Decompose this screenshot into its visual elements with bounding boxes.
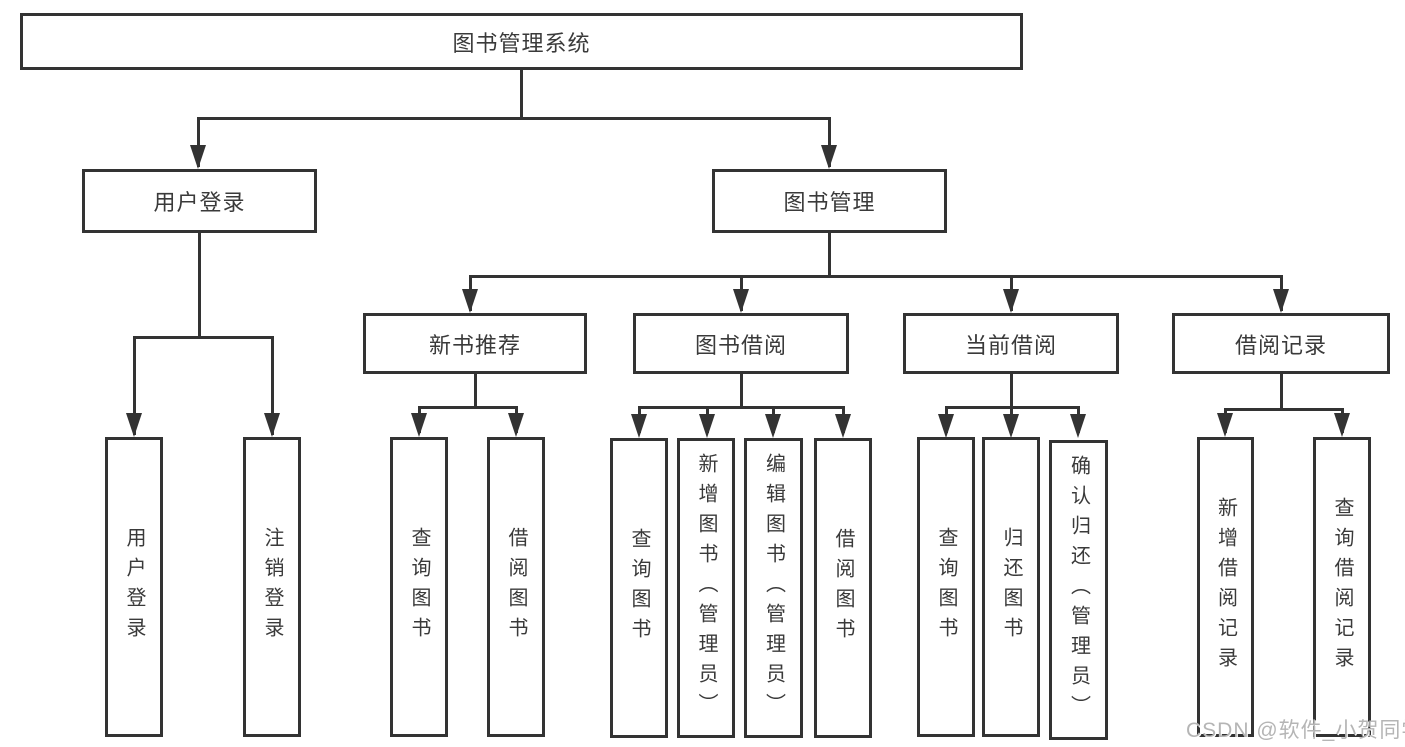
- node-book-borrowing: 图书借阅: [633, 313, 849, 374]
- connector-line: [1224, 408, 1344, 411]
- leaf-borrow-edit-books-admin: 编辑图书（管理员）: [744, 438, 803, 738]
- leaf-label: 用户登录: [123, 527, 145, 647]
- leaf-label: 查询图书: [408, 527, 430, 647]
- connector-line: [1280, 374, 1283, 410]
- arrowhead-icon: [821, 145, 837, 169]
- arrowhead-icon: [508, 413, 524, 437]
- connector-line: [638, 406, 845, 409]
- leaf-borrow-borrow-books: 借阅图书: [814, 438, 872, 738]
- connector-line: [197, 117, 831, 120]
- leaf-label: 查询图书: [628, 528, 650, 648]
- leaf-user-login: 用户登录: [105, 437, 163, 737]
- leaf-current-query-books: 查询图书: [917, 437, 975, 737]
- arrowhead-icon: [1273, 289, 1289, 313]
- node-borrowing-records: 借阅记录: [1172, 313, 1390, 374]
- arrowhead-icon: [1217, 413, 1233, 437]
- leaf-label: 借阅图书: [505, 527, 527, 647]
- leaf-borrow-query-books: 查询图书: [610, 438, 668, 738]
- leaf-current-confirm-return-admin: 确认归还（管理员）: [1049, 440, 1108, 740]
- leaf-label: 借阅图书: [832, 528, 854, 648]
- csdn-watermark: CSDN @软件_小贺同学: [1186, 719, 1405, 742]
- arrowhead-icon: [938, 414, 954, 438]
- node-library-management-system: 图书管理系统: [20, 13, 1023, 70]
- connector-line: [474, 374, 477, 408]
- connector-line: [1010, 374, 1013, 408]
- node-new-book-recommend: 新书推荐: [363, 313, 587, 374]
- leaf-records-add-record: 新增借阅记录: [1197, 437, 1254, 737]
- arrowhead-icon: [631, 414, 647, 438]
- connector-line: [520, 69, 523, 117]
- arrowhead-icon: [699, 414, 715, 438]
- arrowhead-icon: [835, 414, 851, 438]
- leaf-current-return-books: 归还图书: [982, 437, 1040, 737]
- arrowhead-icon: [411, 413, 427, 437]
- node-current-borrowing: 当前借阅: [903, 313, 1119, 374]
- arrowhead-icon: [1003, 414, 1019, 438]
- arrowhead-icon: [1334, 413, 1350, 437]
- connector-line: [271, 336, 274, 435]
- connector-line: [197, 117, 200, 167]
- arrowhead-icon: [1003, 289, 1019, 313]
- arrowhead-icon: [462, 289, 478, 313]
- leaf-label: 编辑图书（管理员）: [762, 453, 785, 723]
- leaf-records-query-record: 查询借阅记录: [1313, 437, 1371, 737]
- connector-line: [828, 117, 831, 167]
- leaf-label: 新增借阅记录: [1214, 497, 1237, 677]
- leaf-label: 归还图书: [1000, 527, 1022, 647]
- leaf-newbook-query-books: 查询图书: [390, 437, 448, 737]
- node-book-management: 图书管理: [712, 169, 947, 233]
- connector-line: [133, 336, 274, 339]
- leaf-logout: 注销登录: [243, 437, 301, 737]
- leaf-label: 注销登录: [261, 527, 283, 647]
- arrowhead-icon: [126, 413, 142, 437]
- arrowhead-icon: [1070, 414, 1086, 438]
- leaf-label: 查询图书: [935, 527, 957, 647]
- leaf-label: 确认归还（管理员）: [1067, 455, 1090, 725]
- arrowhead-icon: [765, 414, 781, 438]
- leaf-newbook-borrow-books: 借阅图书: [487, 437, 545, 737]
- connector-line: [133, 336, 136, 435]
- arrowhead-icon: [190, 145, 206, 169]
- connector-line: [828, 233, 831, 277]
- arrowhead-icon: [733, 289, 749, 313]
- leaf-label: 新增图书（管理员）: [695, 453, 717, 723]
- leaf-label: 查询借阅记录: [1331, 497, 1353, 677]
- connector-line: [469, 275, 1283, 278]
- connector-line: [740, 374, 743, 408]
- node-user-login: 用户登录: [82, 169, 317, 233]
- connector-line: [418, 406, 518, 409]
- leaf-borrow-add-books-admin: 新增图书（管理员）: [677, 438, 735, 738]
- arrowhead-icon: [264, 413, 280, 437]
- connector-line: [198, 233, 201, 336]
